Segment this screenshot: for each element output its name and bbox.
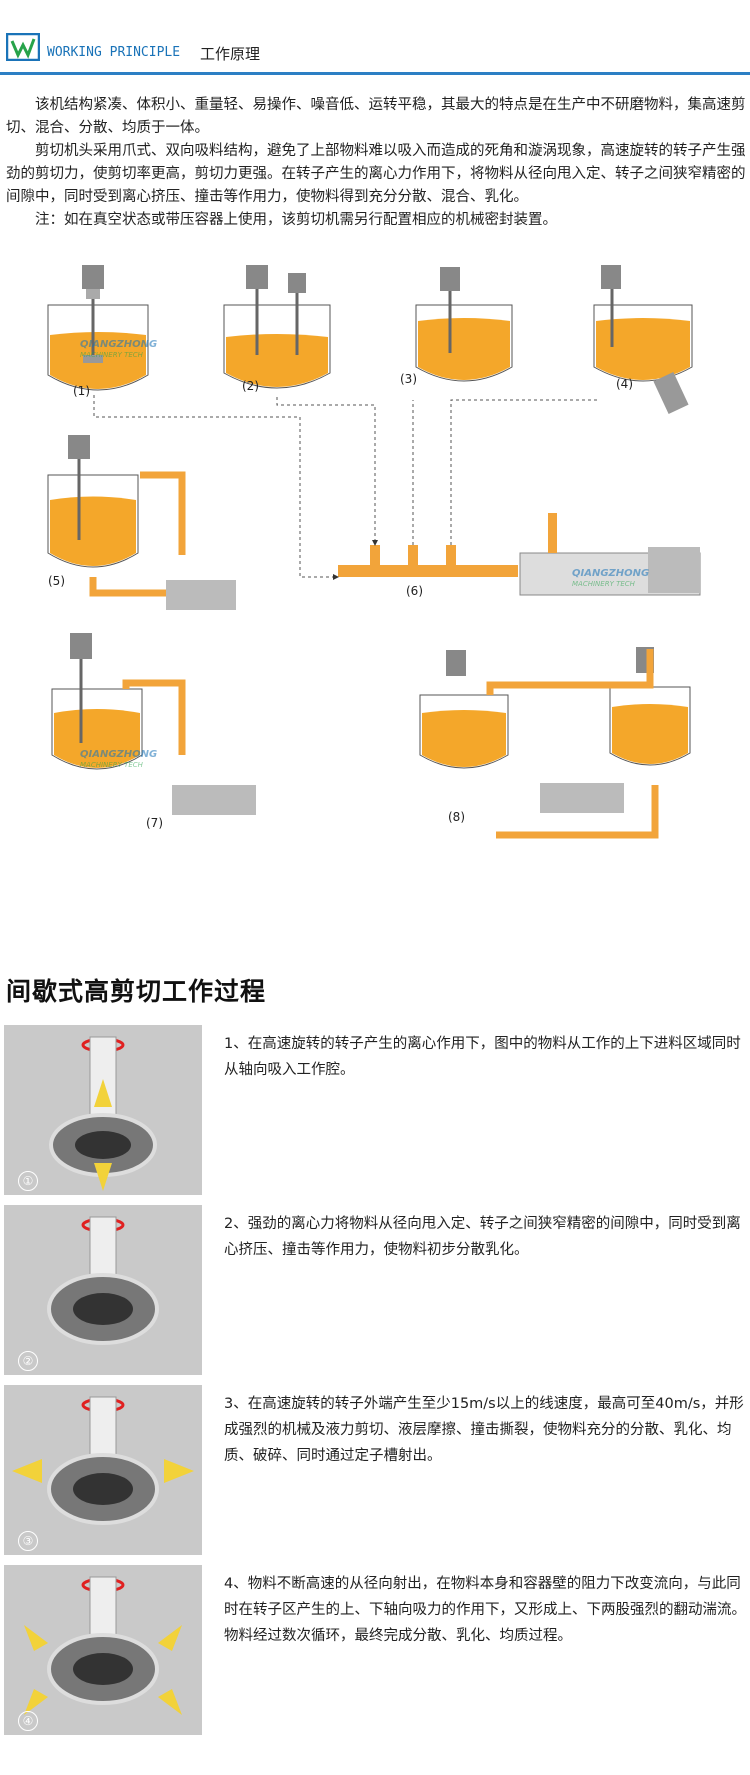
rotor-illustration-3: ③	[4, 1385, 202, 1555]
intro-paragraph-1: 该机结构紧凑、体积小、重量轻、易操作、噪音低、运转平稳，其最大的特点是在生产中不…	[6, 97, 746, 136]
tank-1	[47, 265, 149, 391]
process-line-6	[338, 513, 701, 596]
diagram-label-3: (3)	[400, 372, 417, 386]
step-number-4: ④	[18, 1711, 38, 1731]
rotor-illustration-4: ④	[4, 1565, 202, 1735]
tank-7	[51, 633, 256, 815]
working-principle-diagram: (1) (2) (3) (4) (5) (6) (7) (8) QIANGZHO…	[47, 265, 701, 839]
diagram-label-1: (1)	[73, 384, 90, 398]
header-title-en: WORKING PRINCIPLE	[47, 45, 181, 60]
step-number-2: ②	[18, 1351, 38, 1371]
step-text-2: 2、强劲的离心力将物料从径向甩入定、转子之间狭窄精密的间隙中，同时受到离心挤压、…	[224, 1216, 741, 1258]
watermark-tagline-1: MACHINERY TECH	[80, 351, 144, 359]
watermark-tagline-2: MACHINERY TECH	[572, 580, 636, 588]
watermark-company-3: QIANGZHONG	[80, 749, 157, 760]
step-text-3: 3、在高速旋转的转子外端产生至少15m/s以上的线速度，最高可至40m/s，并形…	[224, 1396, 744, 1464]
watermark-tagline-3: MACHINERY TECH	[80, 761, 144, 769]
header-divider	[0, 72, 750, 75]
diagram-label-7: (7)	[146, 816, 163, 830]
diagram-label-2: (2)	[242, 379, 259, 393]
step-4: ④ 4、物料不断高速的从径向射出，在物料本身和容器壁的阻力下改变流向，与此同时在…	[4, 1565, 746, 1737]
tank-5	[47, 435, 236, 610]
diagram-label-8: (8)	[448, 810, 465, 824]
intro-paragraph-2: 剪切机头采用爪式、双向吸料结构，避免了上部物料难以吸入而造成的死角和漩涡现象，高…	[6, 143, 746, 205]
company-logo-icon	[6, 33, 40, 61]
intro-text: 该机结构紧凑、体积小、重量轻、易操作、噪音低、运转平稳，其最大的特点是在生产中不…	[6, 94, 746, 232]
step-text-4: 4、物料不断高速的从径向射出，在物料本身和容器壁的阻力下改变流向，与此同时在转子…	[224, 1576, 746, 1644]
diagram-label-6: (6)	[406, 584, 423, 598]
step-3: ③ 3、在高速旋转的转子外端产生至少15m/s以上的线速度，最高可至40m/s，…	[4, 1385, 746, 1557]
step-1: ① 1、在高速旋转的转子产生的离心作用下，图中的物料从工作的上下进料区域同时从轴…	[4, 1025, 746, 1197]
rotor-illustration-2: ②	[4, 1205, 202, 1375]
header: WORKING PRINCIPLE 工作原理	[0, 0, 750, 76]
intro-paragraph-3: 注：如在真空状态或带压容器上使用，该剪切机需另行配置相应的机械密封装置。	[35, 212, 557, 228]
watermark-company-2: QIANGZHONG	[572, 568, 649, 579]
step-2: ② 2、强劲的离心力将物料从径向甩入定、转子之间狭窄精密的间隙中，同时受到离心挤…	[4, 1205, 746, 1377]
diagram-label-5: (5)	[48, 574, 65, 588]
step-number-3: ③	[18, 1531, 38, 1551]
tank-4	[593, 265, 693, 414]
rotor-illustration-1: ①	[4, 1025, 202, 1195]
watermark-company-1: QIANGZHONG	[80, 339, 157, 350]
tank-8	[419, 647, 691, 839]
section-title: 间歇式高剪切工作过程	[6, 977, 267, 1006]
tank-3	[415, 267, 513, 382]
header-title-cn: 工作原理	[200, 45, 261, 63]
step-number-1: ①	[18, 1171, 38, 1191]
tank-2	[223, 265, 331, 389]
step-text-1: 1、在高速旋转的转子产生的离心作用下，图中的物料从工作的上下进料区域同时从轴向吸…	[224, 1036, 741, 1078]
diagram-label-4: (4)	[616, 377, 633, 391]
